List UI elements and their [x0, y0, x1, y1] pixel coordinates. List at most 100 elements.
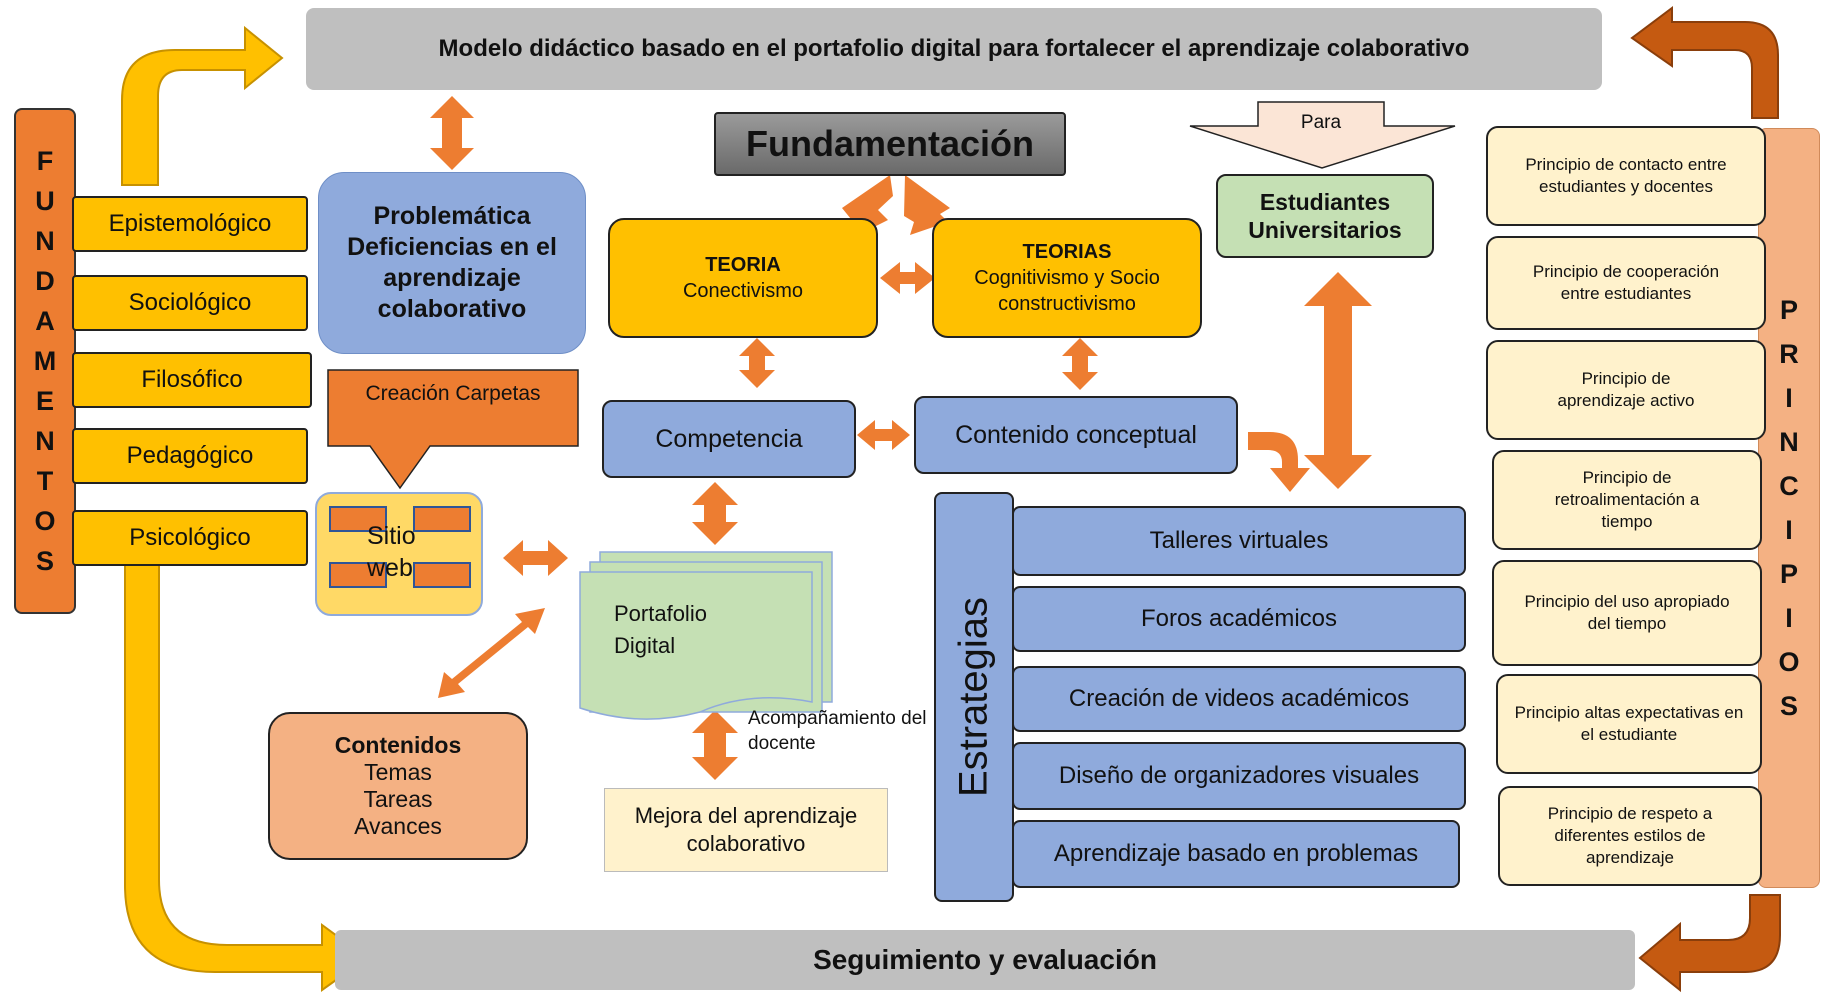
estrategia-label: Talleres virtuales [1149, 527, 1329, 554]
fundamentos-letter: T [36, 466, 54, 496]
estrategia-label: Creación de videos académicos [1068, 685, 1410, 712]
estrategia-label: Foros académicos [1140, 605, 1338, 632]
teorias-cognitivismo-box: TEORIAS Cognitivismo y Socio constructiv… [932, 218, 1202, 338]
fundamento-sociologico: Sociológico [72, 275, 308, 331]
mejora-box: Mejora del aprendizaje colaborativo [604, 788, 888, 872]
fundamentacion-text: Fundamentación [745, 123, 1035, 164]
title-bar: Modelo didáctico basado en el portafolio… [306, 8, 1602, 90]
contenidos-item: Temas [364, 759, 432, 785]
principio-aprendizaje-activo: Principio de aprendizaje activo [1486, 340, 1766, 440]
orange-curved-arrow-top [1630, 6, 1779, 119]
portafolio-label: Portafolio Digital [614, 601, 707, 658]
estrategias-label-box: Estrategias [934, 492, 1014, 902]
problematica-text: Deficiencias en el aprendizaje colaborat… [347, 233, 557, 323]
fundamento-filosofico: Filosófico [72, 352, 312, 408]
principio-cooperacion: Principio de cooperación entre estudiant… [1486, 236, 1766, 330]
competencia-text: Competencia [655, 424, 803, 453]
mejora-text: Mejora del aprendizaje colaborativo [634, 803, 858, 856]
fundamento-label: Sociológico [128, 289, 252, 316]
fundamentos-letter: S [35, 546, 54, 576]
sitio-web-box: Sitio web [315, 492, 483, 616]
fundamento-label: Psicológico [129, 524, 251, 551]
double-arrow-teoria1-competencia [739, 338, 775, 388]
orange-curved-arrow-bottom [1638, 894, 1781, 993]
teorias-text: Cognitivismo y Socio constructivismo [974, 267, 1160, 315]
teorias-heading: TEORIAS [1022, 241, 1112, 263]
principios-letter: R [1779, 339, 1799, 369]
fundamentos-letter: N [35, 426, 55, 456]
fundamentos-letter: M [33, 346, 57, 376]
problematica-heading: Problemática [373, 202, 531, 230]
principios-letter: P [1779, 559, 1798, 589]
principios-letter: I [1785, 383, 1793, 413]
principio-label: Principio de retroalimentación a tiempo [1554, 468, 1700, 531]
contenidos-box: Contenidos Temas Tareas Avances [268, 712, 528, 860]
double-arrow-portafolio-mejora [692, 710, 738, 780]
principios-letter: O [1778, 647, 1800, 677]
double-arrow-teorias [880, 262, 935, 294]
teoria-conectivismo-box: TEORIA Conectivismo [608, 218, 878, 338]
fundamento-psicologico: Psicológico [72, 510, 308, 566]
para-arrow [1189, 101, 1456, 169]
fundamento-label: Epistemológico [108, 210, 272, 237]
estrategia-organizadores: Diseño de organizadores visuales [1012, 742, 1466, 810]
fundamentos-letter: O [34, 506, 56, 536]
estudiantes-box: Estudiantes Universitarios [1216, 174, 1434, 258]
contenidos-item: Avances [354, 813, 442, 839]
principio-label: Principio del uso apropiado del tiempo [1524, 592, 1730, 633]
principio-respeto: Principio de respeto a diferentes estilo… [1498, 786, 1762, 886]
creacion-carpetas-label: Creación Carpetas [365, 382, 541, 405]
principio-label: Principio de respeto a diferentes estilo… [1547, 804, 1713, 867]
contenidos-heading: Contenidos [334, 732, 462, 758]
problematica-box: Problemática Deficiencias en el aprendiz… [318, 172, 586, 354]
acompanamiento-label: Acompañamiento del docente [748, 708, 927, 754]
contenido-conceptual-box: Contenido conceptual [914, 396, 1238, 474]
principios-label-box: P R I N C I P I O S [1758, 128, 1820, 888]
principio-label: Principio de aprendizaje activo [1557, 369, 1695, 410]
estrategia-talleres: Talleres virtuales [1012, 506, 1466, 576]
principio-retroalimentacion: Principio de retroalimentación a tiempo [1492, 450, 1762, 550]
fundamentos-letter: U [35, 186, 55, 216]
double-arrow-competencia-contenido [857, 420, 910, 450]
fundamento-label: Filosófico [141, 366, 243, 393]
double-arrow-competencia-portafolio [692, 482, 738, 545]
contenido-conceptual-text: Contenido conceptual [955, 420, 1197, 449]
principio-label: Principio altas expectativas en el estud… [1514, 703, 1744, 744]
principios-letter: N [1779, 427, 1799, 457]
sitio-web-label: Sitio web [367, 522, 416, 582]
sitio-folder-icon [413, 562, 471, 588]
portafolio-document-stack [579, 551, 833, 720]
creacion-carpetas-callout [327, 369, 579, 490]
double-arrow-title-problematica [430, 96, 474, 170]
estrategia-label: Aprendizaje basado en problemas [1053, 840, 1419, 867]
principio-contacto: Principio de contacto entre estudiantes … [1486, 126, 1766, 226]
bottom-title-text: Seguimiento y evaluación [813, 944, 1157, 975]
sitio-folder-icon [329, 506, 387, 532]
bottom-bar: Seguimiento y evaluación [335, 930, 1635, 990]
fundamentacion-box: Fundamentación [714, 112, 1066, 176]
fundamentos-letter: A [35, 306, 55, 336]
principios-letter: P [1779, 295, 1798, 325]
principios-letter: S [1779, 691, 1798, 721]
fundamentos-label-box: F U N D A M E N T O S [14, 108, 76, 614]
estrategia-foros: Foros académicos [1012, 586, 1466, 652]
estrategias-label: Estrategias [951, 596, 996, 798]
principios-letter: I [1785, 515, 1793, 545]
estrategia-label: Diseño de organizadores visuales [1058, 762, 1420, 789]
principio-altas-expectativas: Principio altas expectativas en el estud… [1496, 674, 1762, 774]
curved-arrow-contenido-estrategias [1248, 432, 1310, 492]
principio-label: Principio de contacto entre estudiantes … [1525, 155, 1727, 196]
principios-letter: I [1785, 603, 1793, 633]
fundamentos-letter: E [35, 386, 54, 416]
principios-letter: C [1779, 471, 1799, 501]
estrategia-videos: Creación de videos académicos [1012, 666, 1466, 732]
double-arrow-sitio-portafolio [503, 540, 568, 576]
fundamentos-letter: D [35, 266, 55, 296]
fundamento-epistemologico: Epistemológico [72, 196, 308, 252]
double-arrow-estudiantes-estrategias [1304, 272, 1372, 489]
estudiantes-text: Estudiantes Universitarios [1248, 189, 1402, 243]
fundamento-pedagogico: Pedagógico [72, 428, 308, 484]
teoria-heading: TEORIA [705, 254, 781, 276]
sitio-folder-icon [329, 562, 387, 588]
